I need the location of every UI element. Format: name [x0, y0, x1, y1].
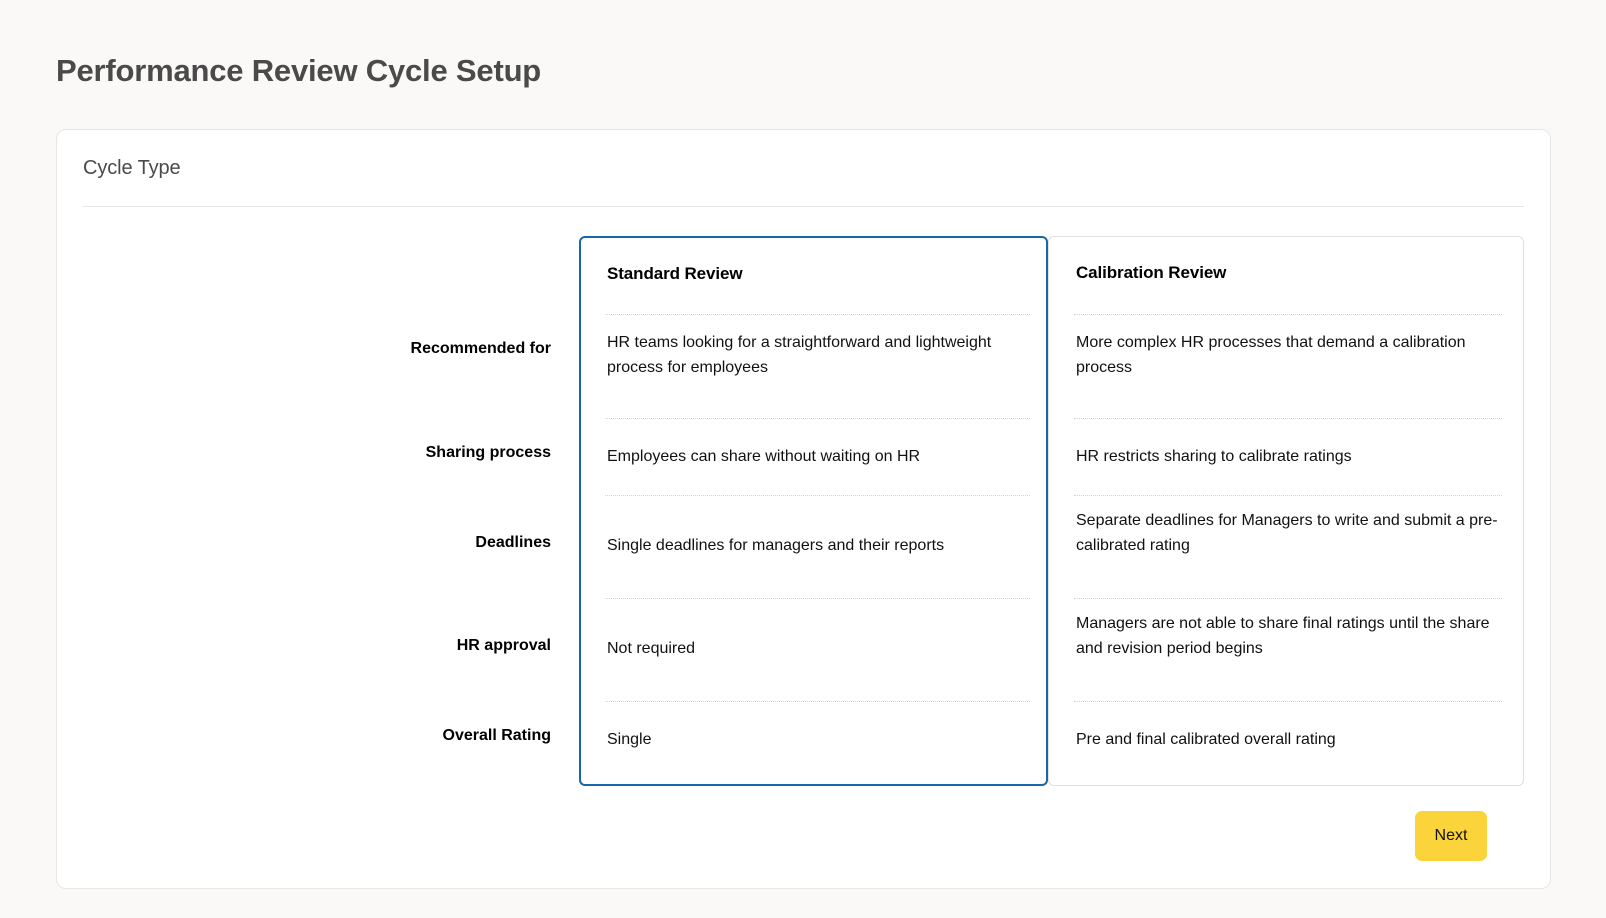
cell-divider — [1074, 418, 1502, 419]
panel-divider — [83, 206, 1524, 207]
cell-divider — [1074, 701, 1502, 702]
cell-standard-sharing-process: Employees can share without waiting on H… — [607, 448, 921, 465]
page-title: Performance Review Cycle Setup — [56, 52, 542, 88]
row-label-sharing-process: Sharing process — [425, 444, 551, 461]
cell-standard-overall-rating: Single — [607, 731, 652, 748]
next-button[interactable]: Next — [1415, 811, 1487, 861]
row-label-hr-approval: HR approval — [456, 637, 551, 654]
cycle-type-comparison-table: Recommended for Sharing process Deadline… — [83, 236, 1524, 786]
cell-calibration-hr-approval: Managers are not able to share final rat… — [1076, 615, 1490, 657]
cell-calibration-deadlines: Separate deadlines for Managers to write… — [1076, 512, 1498, 554]
cell-divider — [1074, 598, 1502, 599]
option-title-calibration-review: Calibration Review — [1076, 263, 1227, 282]
cell-divider — [1074, 495, 1502, 496]
cell-calibration-overall-rating: Pre and final calibrated overall rating — [1076, 731, 1336, 748]
row-label-deadlines: Deadlines — [475, 534, 551, 551]
cell-divider — [605, 495, 1030, 496]
row-label-overall-rating: Overall Rating — [442, 727, 551, 744]
cell-divider — [1074, 314, 1502, 315]
cell-divider — [605, 314, 1030, 315]
cell-divider — [605, 418, 1030, 419]
cell-calibration-recommended-for: More complex HR processes that demand a … — [1076, 334, 1466, 376]
cell-standard-hr-approval: Not required — [607, 640, 696, 657]
row-label-recommended-for: Recommended for — [410, 340, 551, 357]
cycle-type-panel: Cycle Type Recommended for Sharing proce… — [56, 129, 1551, 889]
option-title-standard-review: Standard Review — [607, 264, 743, 283]
comparison-row-labels: Recommended for Sharing process Deadline… — [83, 236, 577, 786]
panel-heading: Cycle Type — [83, 157, 181, 179]
option-card-calibration-review[interactable]: Calibration Review More complex HR proce… — [1048, 236, 1524, 786]
cell-standard-recommended-for: HR teams looking for a straightforward a… — [607, 334, 992, 376]
cell-calibration-sharing-process: HR restricts sharing to calibrate rating… — [1076, 448, 1352, 465]
option-card-standard-review[interactable]: Standard Review HR teams looking for a s… — [579, 236, 1048, 786]
cell-standard-deadlines: Single deadlines for managers and their … — [607, 537, 945, 554]
cell-divider — [605, 701, 1030, 702]
cell-divider — [605, 598, 1030, 599]
